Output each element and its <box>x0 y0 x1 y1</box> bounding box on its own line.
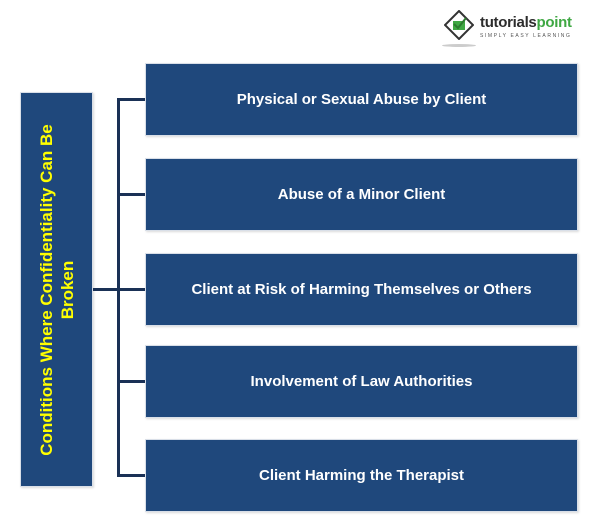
child-node-label: Involvement of Law Authorities <box>250 373 473 390</box>
child-node-label: Client Harming the Therapist <box>258 467 465 484</box>
child-node-5: Client Harming the Therapist <box>145 439 578 512</box>
logo-tagline: SIMPLY EASY LEARNING <box>480 33 572 39</box>
logo-shadow <box>442 44 476 47</box>
logo-name-part1: tutorials <box>480 14 537 31</box>
child-node-4: Involvement of Law Authorities <box>145 345 578 418</box>
child-node-label: Client at Risk of Harming Themselves or … <box>191 281 532 298</box>
branch-connector-1 <box>117 98 145 101</box>
child-node-label: Physical or Sexual Abuse by Client <box>236 91 487 108</box>
tutorialspoint-logo: tutorialspoint SIMPLY EASY LEARNING <box>440 6 590 47</box>
branch-connector-2 <box>117 193 145 196</box>
vertical-connector <box>117 98 120 477</box>
branch-connector-3 <box>117 288 145 291</box>
child-node-3: Client at Risk of Harming Themselves or … <box>145 253 578 326</box>
root-node: Conditions Where Confidentiality Can Be … <box>20 92 93 487</box>
logo-text: tutorialspoint <box>480 14 572 31</box>
child-node-label: Abuse of a Minor Client <box>277 186 446 203</box>
logo-name-part2: point <box>536 14 572 31</box>
root-connector <box>93 288 119 291</box>
child-node-1: Physical or Sexual Abuse by Client <box>145 63 578 136</box>
branch-connector-5 <box>117 474 145 477</box>
root-node-label: Conditions Where Confidentiality Can Be … <box>36 123 77 456</box>
branch-connector-4 <box>117 380 145 383</box>
logo-diamond-icon <box>444 10 474 40</box>
child-node-2: Abuse of a Minor Client <box>145 158 578 231</box>
